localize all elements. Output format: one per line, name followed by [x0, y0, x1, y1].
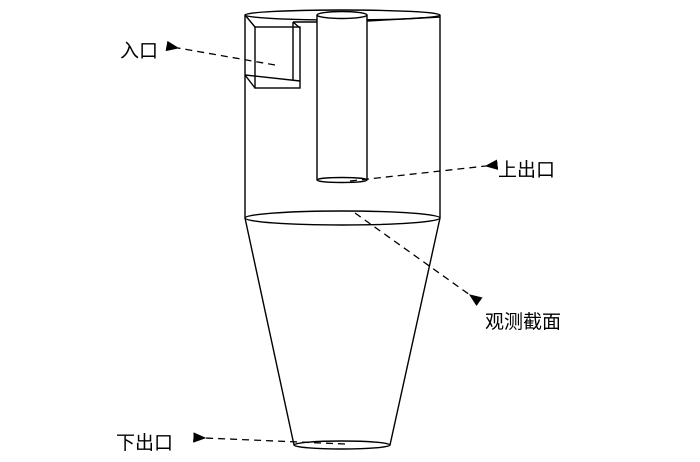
tube-top	[316, 10, 368, 20]
observation-section-ellipse	[244, 210, 441, 226]
lower-outlet-ellipse	[293, 440, 391, 450]
tube-bottom	[316, 176, 368, 184]
cone-right	[389, 217, 441, 446]
upper-outlet-label: 上出口	[498, 159, 556, 181]
inlet-label: 入口	[120, 40, 159, 62]
upper-outlet-arrow	[349, 159, 499, 182]
inlet-arrow	[165, 40, 276, 66]
cone-left	[244, 217, 295, 446]
lower-outlet-label: 下出口	[116, 432, 174, 454]
observation-section-label: 观测截面	[485, 311, 562, 333]
